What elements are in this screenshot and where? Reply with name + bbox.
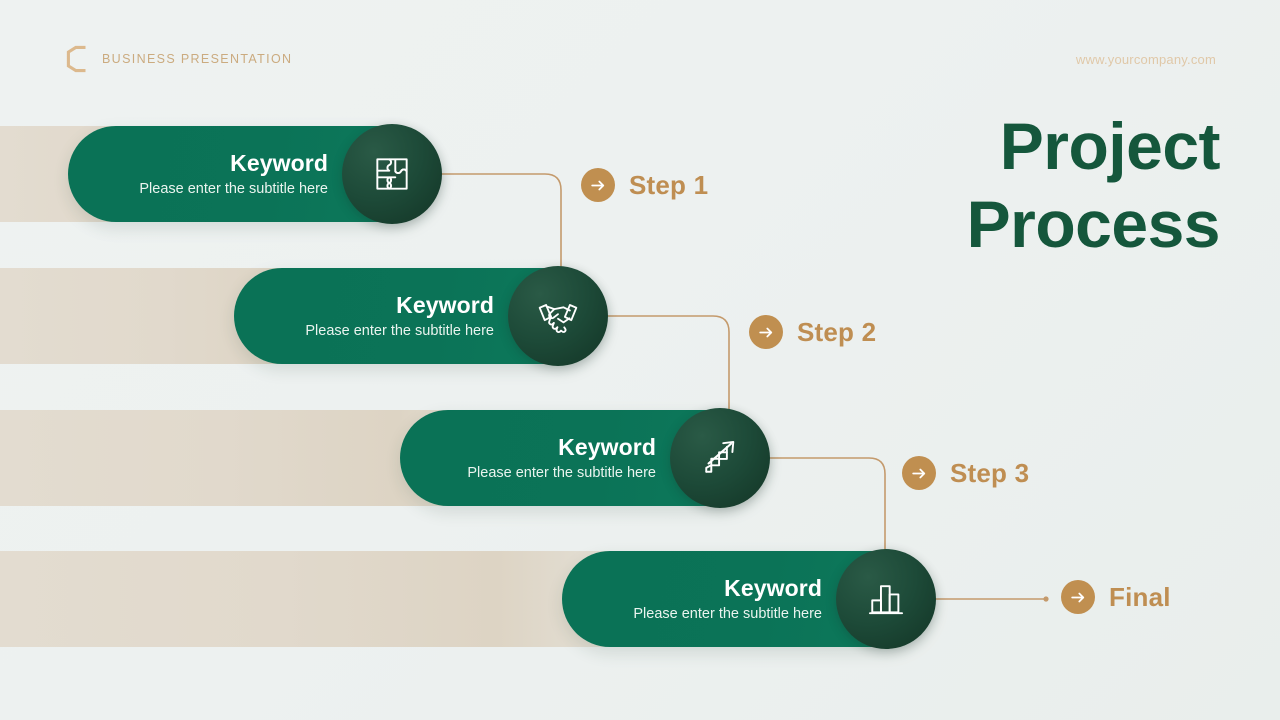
brand: BUSINESS PRESENTATION [66, 44, 292, 74]
slide-header: BUSINESS PRESENTATION www.yourcompany.co… [0, 0, 1280, 110]
process-card-1-subtitle: Please enter the subtitle here [139, 180, 328, 197]
step-2-label: Step 2 [797, 316, 877, 347]
step-3-label: Step 3 [950, 457, 1030, 488]
company-url[interactable]: www.yourcompany.com [1075, 52, 1216, 67]
step-2-arrow-badge [749, 315, 783, 349]
hexagon-c-logo-icon [66, 45, 86, 73]
process-card-2-icon-badge [508, 266, 608, 366]
bar-chart-icon [868, 585, 904, 615]
process-card-4-subtitle: Please enter the subtitle here [633, 605, 822, 622]
arrow-right-icon [1070, 592, 1084, 602]
step-marker-final[interactable]: Final [1061, 580, 1171, 614]
process-card-4-keyword: Keyword [724, 575, 822, 602]
page-title-line-2: Process [966, 186, 1221, 261]
process-card-1-icon-badge [342, 124, 442, 224]
arrow-right-icon [911, 468, 925, 478]
page-title: Project Process [966, 108, 1221, 264]
process-card-1[interactable]: Keyword Please enter the subtitle here [68, 124, 442, 224]
step-marker-3[interactable]: Step 3 [902, 456, 1029, 490]
page-title-line-1: Project [999, 109, 1221, 183]
process-card-4-icon-badge [836, 549, 936, 649]
step-marker-1[interactable]: Step 1 [581, 168, 708, 202]
arrow-right-icon [590, 180, 604, 190]
process-card-3-icon-badge [670, 408, 770, 508]
step-marker-2[interactable]: Step 2 [749, 315, 876, 349]
stairs-growth-arrow-icon [705, 440, 735, 473]
process-card-3-keyword: Keyword [558, 434, 656, 461]
process-card-1-text: Keyword Please enter the subtitle here [139, 149, 328, 199]
brand-label: BUSINESS PRESENTATION [102, 52, 293, 66]
process-card-2-subtitle: Please enter the subtitle here [305, 322, 494, 339]
handshake-icon [538, 304, 578, 333]
process-card-2[interactable]: Keyword Please enter the subtitle here [234, 266, 608, 366]
process-card-3-subtitle: Please enter the subtitle here [467, 464, 656, 481]
process-card-2-keyword: Keyword [396, 292, 494, 319]
process-card-2-text: Keyword Please enter the subtitle here [305, 291, 494, 341]
final-arrow-badge [1061, 580, 1095, 614]
final-label: Final [1109, 581, 1171, 612]
process-card-1-keyword: Keyword [230, 150, 328, 177]
step-3-arrow-badge [902, 456, 936, 490]
process-card-3-text: Keyword Please enter the subtitle here [467, 433, 656, 483]
step-1-label: Step 1 [629, 169, 709, 200]
step-1-arrow-badge [581, 168, 615, 202]
process-card-4-text: Keyword Please enter the subtitle here [633, 574, 822, 624]
process-card-3[interactable]: Keyword Please enter the subtitle here [400, 408, 770, 508]
puzzle-piece-icon [376, 158, 408, 190]
arrow-right-icon [758, 327, 772, 337]
process-card-4[interactable]: Keyword Please enter the subtitle here [562, 549, 936, 649]
